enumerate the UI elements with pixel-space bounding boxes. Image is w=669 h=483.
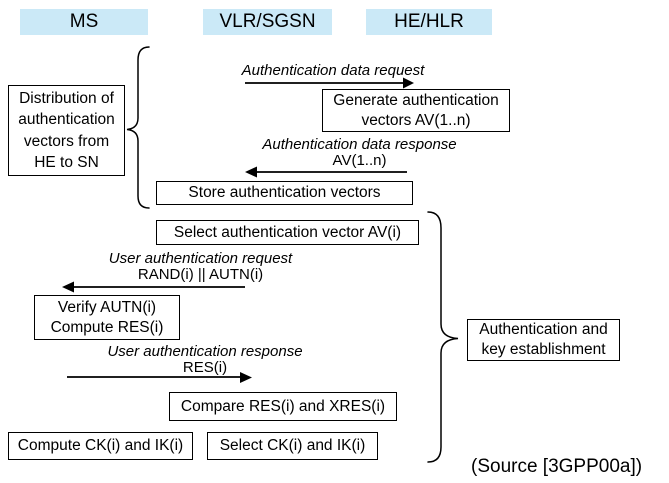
actor-label-he-hlr: HE/HLR [394, 11, 464, 32]
source-citation: (Source [3GPP00a]) [471, 456, 643, 477]
box-compute-ck-ik: Compute CK(i) and IK(i) [8, 432, 193, 460]
message-user-auth-request: User authentication request RAND(i) || A… [98, 250, 303, 283]
auth-data-response-arrowhead-icon [245, 166, 257, 178]
box-verify-autn-compute-res: Verify AUTN(i) Compute RES(i) [34, 295, 180, 340]
box-store-vectors: Store authentication vectors [156, 181, 413, 205]
actor-header-he-hlr: HE/HLR [366, 9, 492, 35]
box-line: Select CK(i) and IK(i) [219, 437, 366, 454]
auth-data-request-arrowhead-icon [403, 77, 414, 89]
box-line: vectors AV(1..n) [361, 111, 471, 129]
box-line: HE to SN [34, 154, 99, 171]
box-line: Compute RES(i) [50, 318, 164, 336]
box-compare-res-xres: Compare RES(i) and XRES(i) [169, 392, 397, 421]
distribution-phase-brace [126, 46, 150, 209]
box-line: Authentication and [479, 321, 608, 338]
box-line: Generate authentication [333, 91, 499, 109]
message-name: Authentication data request [241, 62, 425, 79]
box-distribution-of-vectors: Distribution of authentication vectors f… [8, 85, 125, 176]
box-line: Compare RES(i) and XRES(i) [180, 397, 386, 415]
message-name: User authentication request [108, 250, 293, 267]
message-auth-data-response: Authentication data response AV(1..n) [252, 136, 467, 169]
box-line: Select authentication vector AV(i) [173, 223, 402, 241]
user-auth-request-arrowhead-icon [62, 281, 74, 293]
box-generate-vectors: Generate authentication vectors AV(1..n) [322, 89, 510, 132]
box-line: Verify AUTN(i) [57, 298, 157, 316]
auth-key-establishment-brace [427, 211, 459, 463]
box-line: Store authentication vectors [188, 184, 381, 201]
message-params: RES(i) [182, 359, 228, 376]
message-name: Authentication data response [262, 136, 457, 153]
box-line: Compute CK(i) and IK(i) [17, 437, 184, 454]
box-line: key establishment [481, 341, 606, 358]
actor-label-vlr-sgsn: VLR/SGSN [219, 11, 316, 32]
message-params: AV(1..n) [332, 152, 387, 169]
message-auth-data-request: Authentication data request [233, 63, 433, 79]
actor-label-ms: MS [69, 11, 99, 32]
box-line: authentication [18, 111, 115, 128]
message-name: User authentication response [107, 343, 303, 360]
message-params: RAND(i) || AUTN(i) [137, 266, 264, 283]
box-select-vector: Select authentication vector AV(i) [156, 220, 419, 245]
box-auth-key-establishment: Authentication and key establishment [467, 319, 620, 361]
message-user-auth-response: User authentication response RES(i) [100, 343, 310, 376]
box-select-ck-ik: Select CK(i) and IK(i) [207, 432, 378, 460]
actor-header-ms: MS [20, 9, 148, 35]
actor-header-vlr-sgsn: VLR/SGSN [203, 9, 332, 35]
box-line: vectors from [23, 132, 110, 150]
box-line: Distribution of [19, 89, 114, 107]
